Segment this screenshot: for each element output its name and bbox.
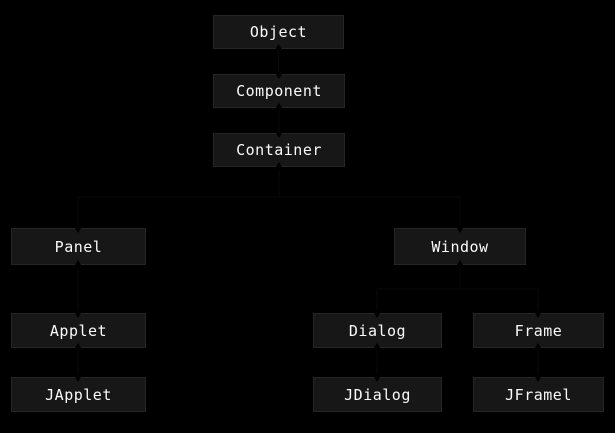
node-component-label: Component: [236, 82, 322, 100]
node-object-label: Object: [249, 23, 308, 41]
edge-window-container: [278, 167, 461, 228]
node-window-label: Window: [431, 237, 489, 256]
node-japplet-label: JApplet: [45, 385, 112, 404]
node-container: Container: [213, 133, 345, 167]
node-dialog-label: Dialog: [348, 321, 407, 340]
node-component: Component: [213, 74, 345, 108]
node-jframel-label: JFramel: [505, 385, 572, 404]
node-frame-label: Frame: [514, 321, 563, 340]
node-jdialog: JDialog: [313, 377, 442, 412]
node-panel: Panel: [11, 228, 146, 265]
node-japplet: JApplet: [11, 377, 146, 412]
node-container-label: Container: [236, 141, 322, 159]
node-object: Object: [213, 15, 344, 49]
node-panel-label: Panel: [54, 237, 103, 256]
node-jdialog-label: JDialog: [344, 385, 411, 404]
node-applet-label: Applet: [49, 321, 108, 340]
node-frame: Frame: [473, 313, 604, 348]
node-applet: Applet: [11, 313, 146, 348]
edge-dialog-window: [376, 265, 461, 313]
edge-panel-container: [77, 167, 280, 228]
node-window: Window: [394, 228, 526, 265]
edge-frame-window: [459, 265, 539, 313]
node-jframel: JFramel: [473, 377, 604, 412]
node-dialog: Dialog: [313, 313, 442, 348]
